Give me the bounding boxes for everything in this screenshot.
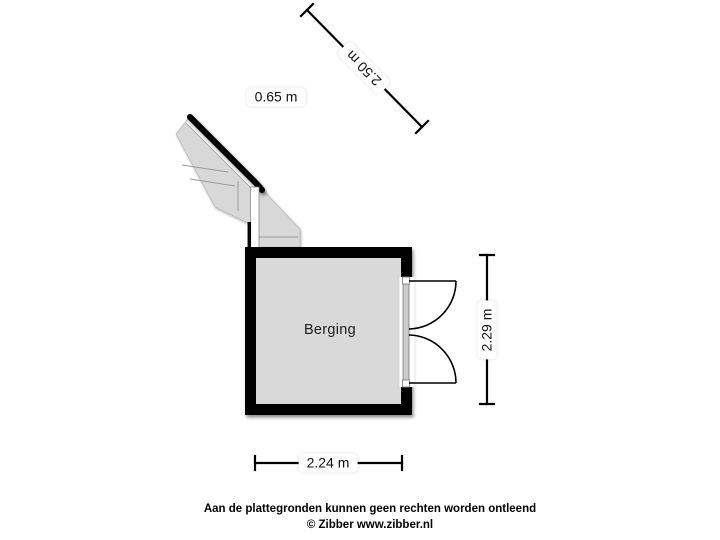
door-jamb-top — [402, 276, 410, 285]
room-floor — [256, 258, 401, 404]
stair-railing-edge — [185, 122, 253, 190]
stair-step-line — [181, 164, 229, 173]
room-berging — [245, 247, 457, 415]
stair-step-line — [189, 178, 236, 187]
stair-railing — [187, 114, 265, 193]
stair-railing-gap — [186, 119, 256, 189]
door-arc-top — [408, 280, 457, 330]
door-arc-bottom — [408, 334, 457, 384]
staircase-flight — [175, 114, 263, 225]
room-name-label: Berging — [303, 322, 357, 338]
dimension-label-room-depth: 2.29 m — [477, 300, 497, 360]
footer: Aan de plattegronden kunnen geen rechten… — [20, 501, 720, 533]
stair-side-wall — [250, 186, 260, 249]
staircase-landing — [258, 185, 301, 249]
dimension-label-stair-width: 0.65 m — [246, 87, 306, 107]
footer-disclaimer: Aan de plattegronden kunnen geen rechten… — [203, 503, 537, 515]
door-jamb-bottom — [402, 379, 410, 388]
dimension-label-room-width: 2.24 m — [298, 453, 358, 473]
door-threshold — [402, 276, 410, 388]
footer-copyright: © Zibber www.zibber.nl — [306, 519, 434, 531]
staircase — [175, 114, 301, 249]
double-door-swing — [408, 280, 457, 384]
